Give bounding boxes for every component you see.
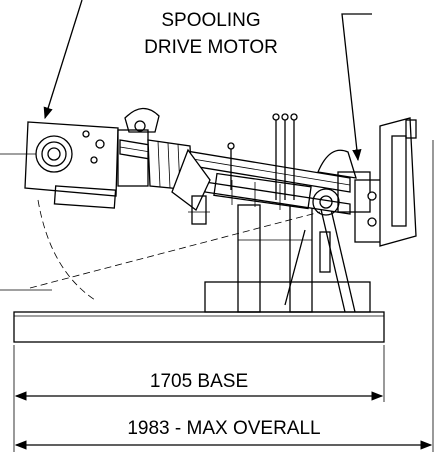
support-stand <box>237 204 356 313</box>
dimension-extensions <box>13 140 434 452</box>
left-motor-assembly <box>24 107 211 225</box>
swing-arcs <box>29 199 321 301</box>
spooling-drive-assembly <box>312 117 417 273</box>
control-levers <box>227 113 298 200</box>
dimension-overall-label: 1983 - MAX OVERALL <box>127 418 320 439</box>
dimension-overall: 1983 - MAX OVERALL <box>14 418 433 450</box>
callout-spooling-drive-motor: SPOOLING DRIVE MOTOR <box>144 10 278 58</box>
callout-line-1: SPOOLING <box>161 10 260 31</box>
leader-lines <box>0 0 372 291</box>
base-frame <box>13 281 385 343</box>
callout-line-2: DRIVE MOTOR <box>144 37 278 58</box>
dimension-base: 1705 BASE <box>14 371 384 401</box>
dimension-base-label: 1705 BASE <box>150 371 248 392</box>
